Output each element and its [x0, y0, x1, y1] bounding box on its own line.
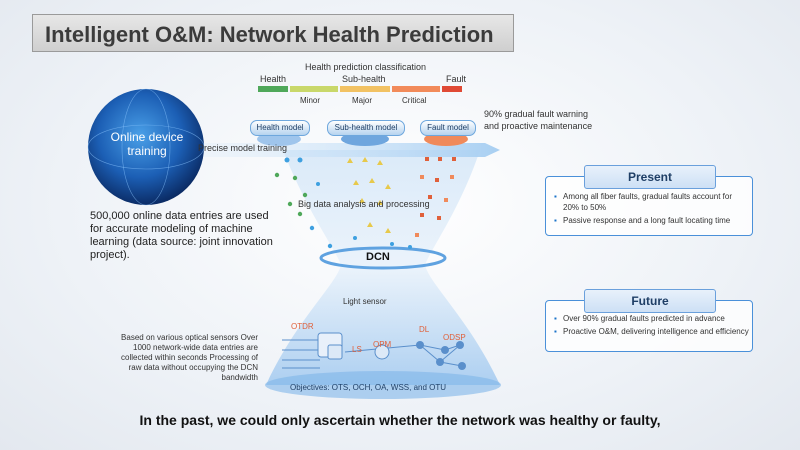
globe-icon: [88, 89, 204, 205]
odsp-label: ODSP: [443, 333, 466, 342]
classification-title: Health prediction classification: [305, 62, 427, 72]
precise-training-label: Precise model training: [198, 143, 288, 153]
otdr-label: OTDR: [291, 322, 314, 331]
base-platform: [265, 371, 501, 399]
warning-note: 90% gradual fault warning and proactive …: [484, 109, 593, 131]
major-color-bar: [340, 86, 390, 92]
sensors-note: Based on various optical sensors Over 10…: [121, 333, 258, 382]
dcn-label: DCN: [366, 251, 390, 263]
big-data-label: Big data analysis and processing: [298, 199, 430, 209]
critical-label: Critical: [402, 96, 427, 105]
fault-data-points: [408, 157, 456, 249]
ls-device-icon: [327, 344, 343, 360]
subhealth-data-points: [347, 157, 394, 246]
subhealth-label: Sub-health: [342, 74, 386, 84]
health-model: Health model: [250, 120, 310, 136]
light-sensor-label: Light sensor: [343, 297, 387, 306]
subtitle-caption: In the past, we could only ascertain whe…: [139, 412, 661, 428]
future-title: Future: [584, 289, 716, 313]
present-item: Among all fiber faults, gradual faults a…: [554, 191, 749, 213]
future-panel: Future Over 90% gradual faults predicted…: [545, 289, 753, 352]
health-label: Health: [260, 74, 287, 84]
objectives-label: Objectives: OTS, OCH, OA, WSS, and OTU: [290, 383, 447, 392]
fault-label: Fault: [446, 74, 467, 84]
present-item: Passive response and a long fault locati…: [554, 215, 749, 226]
ls-label: LS: [352, 345, 362, 354]
health-data-points: [274, 157, 333, 249]
critical-color-bar: [392, 86, 440, 92]
major-label: Major: [352, 96, 373, 105]
dl-node-icon: [416, 341, 424, 349]
globe-label: Online device training: [110, 130, 184, 158]
future-item: Proactive O&M, delivering intelligence a…: [554, 326, 749, 337]
subhealth-model: Sub-health model: [327, 120, 405, 136]
fault-color-bar: [442, 86, 462, 92]
minor-color-bar: [290, 86, 338, 92]
page-title: Intelligent O&M: Network Health Predicti…: [32, 14, 514, 52]
present-panel: Present Among all fiber faults, gradual …: [545, 165, 753, 236]
odsp-node-icon: [441, 346, 449, 354]
training-arrow: [195, 143, 500, 157]
opm-device-icon: [374, 344, 390, 360]
fault-model: Fault model: [420, 120, 476, 136]
future-item: Over 90% gradual faults predicted in adv…: [554, 313, 749, 324]
minor-label: Minor: [300, 96, 321, 105]
dl-label: DL: [419, 325, 430, 334]
health-color-bar: [258, 86, 288, 92]
opm-label: OPM: [373, 340, 392, 349]
present-title: Present: [584, 165, 716, 189]
online-data-text: 500,000 online data entries are used for…: [90, 210, 273, 261]
dcn-ring: [319, 246, 447, 270]
